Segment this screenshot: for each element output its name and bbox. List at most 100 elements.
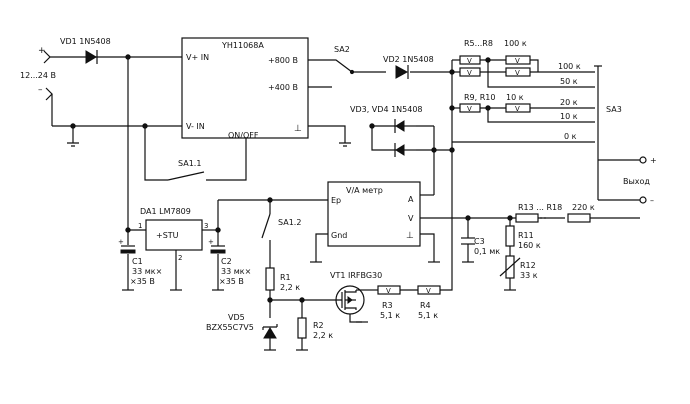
svg-text:5,1 к: 5,1 к [418, 311, 438, 320]
regulator-da1: +STU DA1 LM7809 1 2 3 [138, 207, 208, 262]
vt1-label: VT1 IRFBG30 [330, 271, 382, 280]
svg-text:2: 2 [178, 254, 182, 262]
meter-gnd-pin: Gnd [331, 231, 347, 240]
input-terminal-minus[interactable]: – [38, 85, 53, 126]
svg-text:R3: R3 [382, 301, 393, 310]
svg-text:100 к: 100 к [558, 62, 581, 71]
svg-text:20 к: 20 к [560, 98, 578, 107]
resistor-r13-r18: R13 ... R18 220 к [515, 203, 595, 223]
svg-text:R4: R4 [420, 301, 431, 310]
va-meter: V/A метр Ep Gnd A V ⊥ [315, 181, 434, 262]
input-terminal-plus[interactable]: + [38, 46, 51, 64]
diode-vd2: VD2 1N5408 [383, 55, 434, 79]
output-terminals[interactable]: + – Выход [598, 156, 657, 205]
resistor-r3: V R3 5,1 к [377, 285, 401, 320]
svg-text:VD5: VD5 [228, 313, 245, 322]
converter-onoff-pin: ON/OFF [228, 131, 259, 140]
svg-text:220 к: 220 к [572, 203, 595, 212]
svg-text:R13 ... R18: R13 ... R18 [518, 203, 562, 212]
vd34-label: VD3, VD4 1N5408 [350, 105, 423, 114]
svg-text:33 к: 33 к [520, 271, 538, 280]
vd2-label: VD2 1N5408 [383, 55, 434, 64]
r9r10-value: 10 к [506, 93, 524, 102]
svg-text:160 к: 160 к [518, 241, 541, 250]
switch-sa1-1[interactable]: SA1.1 [167, 159, 205, 181]
zener-vd5: VD5 BZX55C7V5 [206, 313, 278, 339]
converter-vminus-pin: V- IN [186, 122, 205, 131]
converter-title: YH11068A [221, 41, 264, 50]
svg-text:33 мк×: 33 мк× [132, 267, 162, 276]
resistor-r1: R1 2,2 к [265, 267, 300, 292]
converter-out400-pin: +400 В [268, 83, 298, 92]
meter-a-pin: A [408, 195, 414, 204]
meter-ep-pin: Ep [331, 196, 341, 205]
svg-text:V: V [426, 287, 431, 295]
switch-sa3[interactable]: SA3 [594, 65, 622, 114]
svg-text:V: V [467, 105, 472, 113]
svg-text:0,1 мк: 0,1 мк [474, 247, 500, 256]
svg-text:R2: R2 [313, 321, 324, 330]
svg-text:V: V [515, 105, 520, 113]
resistor-r2: R2 2,2 к [297, 317, 333, 340]
switch-sa1-2[interactable]: SA1.2 [261, 213, 301, 239]
junction-dots [70, 54, 513, 303]
converter-out800-pin: +800 В [268, 56, 298, 65]
sa3-tap-labels: 100 к 50 к 20 к 10 к 0 к [558, 62, 581, 141]
capacitor-c3: C3 0,1 мк [461, 237, 500, 256]
svg-text:3: 3 [204, 222, 208, 230]
input-plus-label: + [38, 46, 46, 56]
resistor-r4: V R4 5,1 к [417, 285, 441, 320]
svg-text:50 к: 50 к [560, 77, 578, 86]
resistor-array: V V V V V V R5...R8 100 к R9, R10 10 к [459, 39, 531, 113]
svg-text:C2: C2 [221, 257, 232, 266]
svg-text:R12: R12 [520, 261, 536, 270]
svg-text:C1: C1 [132, 257, 143, 266]
sa2-label: SA2 [334, 45, 350, 54]
svg-text:V: V [467, 57, 472, 65]
svg-text:BZX55C7V5: BZX55C7V5 [206, 323, 254, 332]
svg-text:10 к: 10 к [560, 112, 578, 121]
svg-text:2,2 к: 2,2 к [313, 331, 333, 340]
output-label: Выход [623, 177, 650, 186]
svg-text:V: V [467, 69, 472, 77]
r9r10-label: R9, R10 [464, 93, 495, 102]
capacitor-c2: + C2 33 мк× ×35 В [208, 238, 251, 286]
svg-text:+: + [118, 238, 124, 246]
sa3-label: SA3 [606, 105, 622, 114]
sa11-label: SA1.1 [178, 159, 201, 168]
switch-sa2[interactable]: SA2 [330, 45, 355, 75]
converter-yh11068a: YH11068A V+ IN V- IN +800 В +400 В ON/OF… [181, 37, 309, 150]
da1-label: DA1 LM7809 [140, 207, 191, 216]
svg-text:33 мк×: 33 мк× [221, 267, 251, 276]
r5r8-label: R5...R8 [464, 39, 493, 48]
converter-ground-symbol: ⊥ [294, 124, 302, 134]
vd1-label: VD1 1N5408 [60, 37, 111, 46]
svg-text:×35 В: ×35 В [219, 277, 244, 286]
mosfet-vt1: VT1 IRFBG30 [330, 271, 382, 315]
svg-text:×35 В: ×35 В [130, 277, 155, 286]
output-plus-label: + [650, 156, 657, 165]
da1-body: +STU [156, 231, 179, 240]
svg-text:R1: R1 [280, 273, 291, 282]
resistor-r11: R11 160 к [505, 225, 541, 250]
meter-ground-symbol: ⊥ [406, 231, 414, 241]
svg-text:0 к: 0 к [564, 132, 577, 141]
svg-text:V: V [386, 287, 391, 295]
svg-text:5,1 к: 5,1 к [380, 311, 400, 320]
converter-vplus-pin: V+ IN [186, 53, 209, 62]
svg-text:V: V [515, 69, 520, 77]
input-minus-label: – [38, 85, 43, 95]
svg-text:C3: C3 [474, 237, 485, 246]
svg-text:V: V [515, 57, 520, 65]
r5r8-value: 100 к [504, 39, 527, 48]
trimmer-r12: R12 33 к [499, 255, 538, 280]
svg-text:2,2 к: 2,2 к [280, 283, 300, 292]
diode-vd1: VD1 1N5408 [60, 37, 111, 64]
diodes-vd3-vd4: VD3, VD4 1N5408 [350, 105, 423, 157]
input-voltage-label: 12...24 В [20, 71, 56, 80]
capacitor-c1: + C1 33 мк× ×35 В [118, 238, 162, 286]
wires [50, 56, 640, 350]
meter-title: V/A метр [346, 186, 383, 195]
output-minus-label: – [650, 196, 654, 205]
